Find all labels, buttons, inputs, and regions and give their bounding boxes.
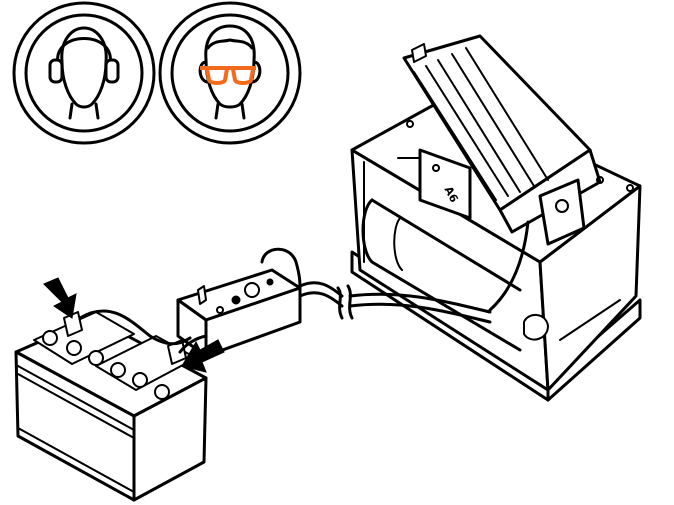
negative-terminal-arrow-icon bbox=[181, 339, 225, 373]
car-battery bbox=[14, 309, 208, 502]
ear-protection-icon bbox=[12, 1, 156, 145]
positive-terminal-arrow-icon bbox=[43, 277, 77, 319]
heater-unit: A6 bbox=[350, 34, 642, 402]
charger-cable bbox=[260, 247, 492, 324]
goggles-icon bbox=[200, 66, 256, 85]
eye-protection-icon bbox=[158, 1, 302, 145]
